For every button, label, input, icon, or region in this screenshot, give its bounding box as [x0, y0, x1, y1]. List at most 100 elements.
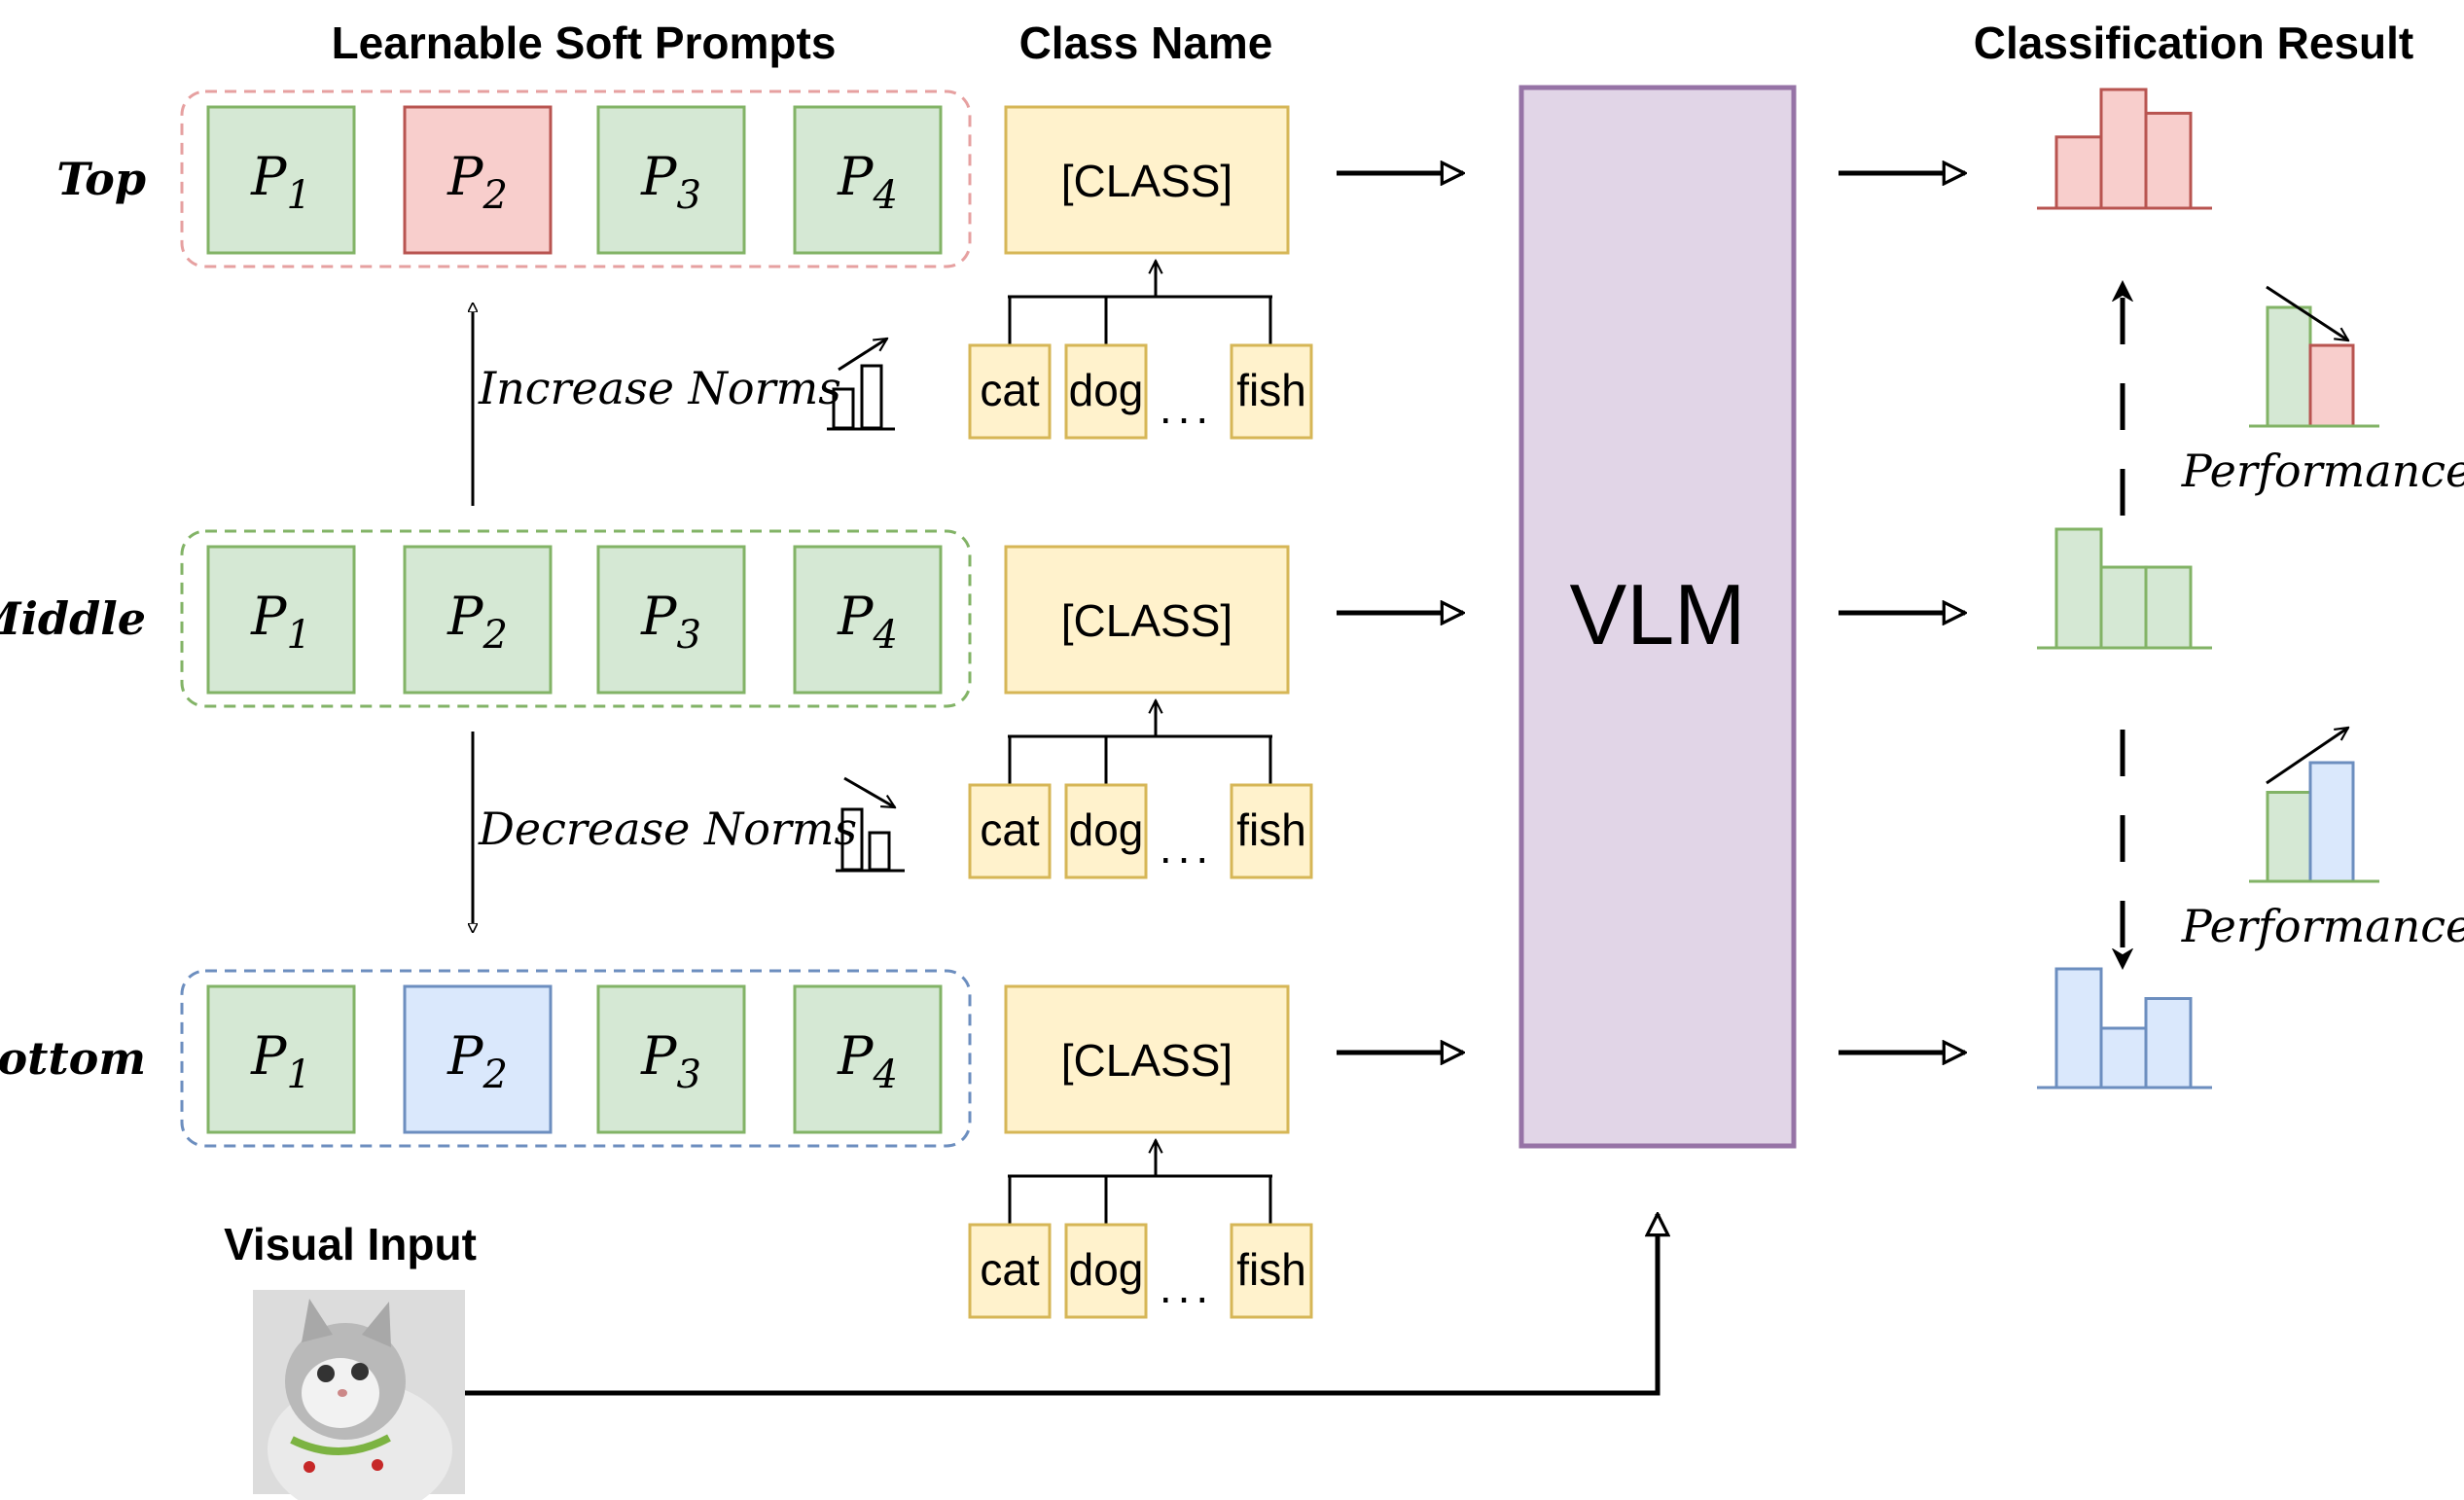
histogram-bar-bottom-2 [2099, 1026, 2148, 1089]
class-box-bottom [1004, 984, 1290, 1134]
increase-norms-label: Increase Norms [478, 362, 841, 414]
increase-transition: Increase Norms [473, 304, 895, 506]
class-token-dog-top [1064, 343, 1148, 440]
vlm-box [1518, 85, 1797, 1149]
heading-soft-prompts: Learnable Soft Prompts [332, 18, 837, 68]
heading-class-name: Class Name [1019, 18, 1273, 68]
class-token-label-cat-middle: cat [980, 804, 1040, 855]
prompt-group-top [180, 89, 972, 268]
histogram-bar-middle-3 [2144, 565, 2193, 650]
prompt-rows: TopP1P2P3P4[CLASS]catdogfish...MiddleP1P… [0, 89, 1313, 1319]
prompt-label-middle-1: P1 [250, 586, 311, 658]
class-ellipsis-bottom: ... [1160, 1262, 1214, 1312]
histogram-bar-bottom-1 [2054, 967, 2103, 1089]
prompt-group-bottom [180, 969, 972, 1148]
row-label-bottom: Bottom [0, 1032, 146, 1085]
performance-label-down: Performance [2181, 445, 2464, 497]
row-label-top: Top [56, 153, 146, 205]
performance-label-up: Performance [2181, 900, 2464, 952]
prompt-label-top-4: P4 [837, 146, 898, 218]
decrease-transition: Decrease Norms [473, 732, 905, 932]
class-token-label-dog-bottom: dog [1069, 1244, 1144, 1295]
vlm-block: VLM [1518, 85, 1797, 1149]
class-token-cat-bottom [968, 1223, 1052, 1319]
row-label-middle: Middle [0, 592, 146, 645]
class-token-fish-bottom [1230, 1223, 1313, 1319]
prompt-label-middle-2: P2 [446, 586, 508, 658]
class-token-label-dog-middle: dog [1069, 804, 1144, 855]
prompt-token-bottom-1 [206, 984, 356, 1134]
prompt-token-bottom-2 [403, 984, 553, 1134]
classification-results [1337, 88, 2212, 1089]
class-token-label-fish-bottom: fish [1236, 1244, 1306, 1295]
class-token-label-fish-middle: fish [1236, 804, 1306, 855]
class-box-label-top: [CLASS] [1061, 156, 1232, 206]
histogram-bar-middle-1 [2054, 527, 2103, 650]
class-token-cat-top [968, 343, 1052, 440]
prompt-token-middle-3 [596, 545, 746, 695]
class-token-label-cat-bottom: cat [980, 1244, 1040, 1295]
class-token-label-fish-top: fish [1236, 365, 1306, 415]
result-histogram-top [2037, 88, 2212, 210]
histogram-bar-middle-2 [2099, 565, 2148, 650]
class-token-cat-middle [968, 783, 1052, 879]
prompt-label-top-2: P2 [446, 146, 508, 218]
cat-photo [253, 1290, 465, 1500]
bar-chart-trend-down-icon [836, 776, 905, 873]
class-ellipsis-top: ... [1160, 382, 1214, 433]
performance-bar-up-1 [2266, 791, 2312, 883]
class-token-dog-middle [1064, 783, 1148, 879]
histogram-bar-top-3 [2144, 111, 2193, 210]
bar-chart-trend-up-icon [827, 339, 895, 431]
prompt-token-middle-2 [403, 545, 553, 695]
performance-bar-down-2 [2308, 343, 2355, 428]
result-histogram-middle [2037, 527, 2212, 650]
performance-up: Performance [2181, 728, 2464, 952]
histogram-bar-top-2 [2099, 88, 2148, 210]
class-token-label-dog-top: dog [1069, 365, 1144, 415]
histogram-bar-bottom-3 [2144, 997, 2193, 1089]
performance-bar-down-1 [2266, 305, 2312, 428]
prompt-label-middle-3: P3 [640, 586, 701, 658]
prompt-token-top-3 [596, 105, 746, 255]
trend-up-arrow-icon [2266, 728, 2348, 785]
prompt-label-middle-4: P4 [837, 586, 898, 658]
prompt-token-middle-4 [793, 545, 943, 695]
class-token-label-cat-top: cat [980, 365, 1040, 415]
class-token-dog-bottom [1064, 1223, 1148, 1319]
class-token-fish-middle [1230, 783, 1313, 879]
trend-down-arrow-icon [2266, 285, 2348, 340]
prompt-token-top-2 [403, 105, 553, 255]
class-tree-top [1008, 261, 1272, 345]
class-box-top [1004, 105, 1290, 255]
prompt-token-top-1 [206, 105, 356, 255]
vlm-label: VLM [1570, 566, 1746, 662]
performance-bar-up-2 [2308, 761, 2355, 883]
prompt-label-top-3: P3 [640, 146, 701, 218]
heading-visual-input: Visual Input [224, 1219, 477, 1269]
prompt-label-bottom-2: P2 [446, 1025, 508, 1097]
prompt-label-bottom-1: P1 [250, 1025, 311, 1097]
class-ellipsis-middle: ... [1160, 822, 1214, 873]
prompt-token-bottom-3 [596, 984, 746, 1134]
prompt-label-bottom-4: P4 [837, 1025, 898, 1097]
visual-input-arrow [465, 1214, 1658, 1396]
prompt-token-bottom-4 [793, 984, 943, 1134]
prompt-label-bottom-3: P3 [640, 1025, 701, 1097]
class-token-fish-top [1230, 343, 1313, 440]
performance-down: Performance [2181, 285, 2464, 497]
prompt-token-middle-1 [206, 545, 356, 695]
decrease-norms-label: Decrease Norms [478, 803, 857, 855]
prompt-token-top-4 [793, 105, 943, 255]
class-box-middle [1004, 545, 1290, 695]
result-histogram-bottom [2037, 967, 2212, 1089]
class-tree-bottom [1008, 1140, 1272, 1225]
histogram-bar-top-1 [2054, 135, 2103, 210]
class-box-label-middle: [CLASS] [1061, 595, 1232, 646]
class-tree-middle [1008, 700, 1272, 785]
heading-classification-result: Classification Result [1974, 18, 2413, 68]
